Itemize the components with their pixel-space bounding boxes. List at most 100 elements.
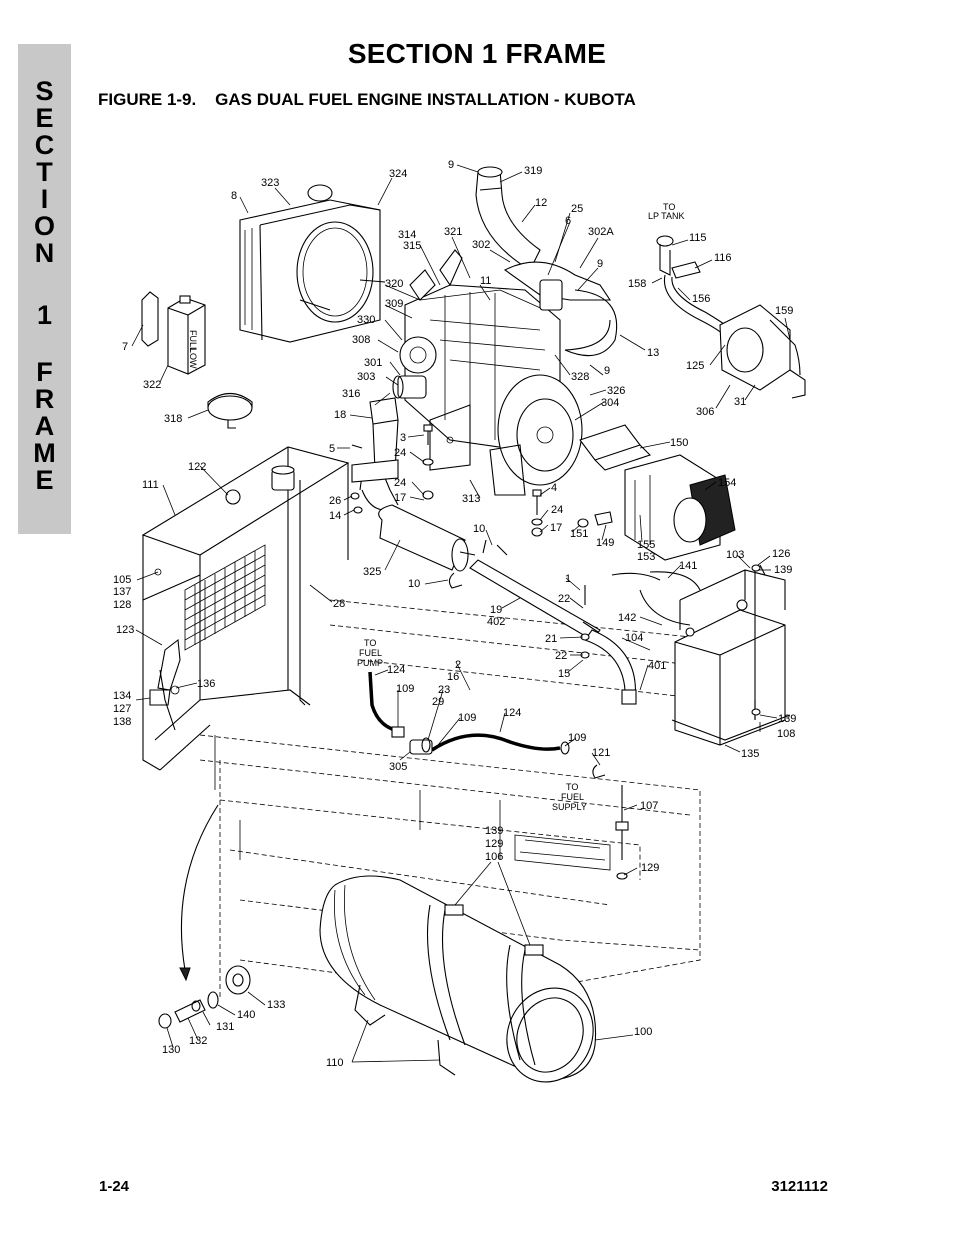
callout: 17 [394,492,406,504]
air-cleaner-cap [207,392,253,429]
callout: 129 [485,838,503,850]
side-tab-letter: 1 [36,300,53,330]
note-fuel-supply-line1: TO [566,782,578,792]
callout: 104 [625,632,643,644]
callout: 1 [565,573,571,585]
callout: 320 [385,278,403,290]
callout: 306 [696,406,714,418]
callout: 325 [363,566,381,578]
callout: 302 [472,239,490,251]
callout: 142 [618,612,636,624]
callout: 321 [444,226,462,238]
callout: 136 [197,678,215,690]
callout: 116 [714,252,732,264]
callout: 140 [237,1009,255,1021]
callout: 132 [189,1035,207,1047]
callout: 316 [342,388,360,400]
callout: 29 [432,696,444,708]
note-fuel-supply-line2: FUEL [561,792,584,802]
tailpipe [448,539,637,705]
callout: 309 [385,298,403,310]
starter-motor [579,424,736,561]
callout-labels: 9 319 324 8 323 12 25 6 302A 314 315 321… [113,159,796,1069]
callout: 103 [726,549,744,561]
callout: 139 [778,713,796,725]
callout: 9 [448,159,454,171]
callout: 7 [122,341,128,353]
callout: 125 [686,360,704,372]
callout: 323 [261,177,279,189]
side-tab-letter: A [34,411,55,441]
side-tab-letter: N [34,238,55,268]
callout: 314 [398,229,416,241]
bottle-full-label: FULL [188,330,198,352]
routing-notes: TO LP TANK TO FUEL PUMP TO FUEL SUPPLY [357,202,685,812]
side-tab-letter: T [36,157,53,187]
callout: 151 [570,528,588,540]
callout: 319 [524,165,542,177]
callout: 156 [692,293,710,305]
callout: 16 [447,671,459,683]
leader-lines [131,164,791,1063]
chassis-frame [199,599,731,1060]
side-tab-letter: E [35,103,54,133]
section-side-tab: S E C T I O N 1 F R A M E [18,44,71,534]
callout: 21 [545,633,557,645]
callout: 12 [535,197,547,209]
engine-support-frame [141,446,350,771]
callout: 107 [640,800,658,812]
callout: 401 [648,660,666,672]
callout: 8 [231,190,237,202]
callout: 330 [357,314,375,326]
callout: 139 [774,564,792,576]
radiator [239,184,386,343]
callout: 324 [389,168,407,180]
callout: 4 [551,482,557,494]
callout: 19 [490,604,502,616]
callout: 31 [734,396,746,408]
hardware-bolts [350,424,761,880]
callout: 135 [741,748,759,760]
callout: 124 [387,664,405,676]
callout: 141 [679,560,697,572]
callout: 18 [334,409,346,421]
callout: 2 [455,659,461,671]
callout: 10 [473,523,485,535]
note-fuel-pump-line3: PUMP [357,658,383,668]
callout: 153 [637,551,655,563]
callout: 304 [601,397,619,409]
callout: 22 [555,650,567,662]
callout: 124 [503,707,521,719]
callout: 134 [113,690,131,702]
side-tab-letter: O [33,211,55,241]
callout: 3 [400,432,406,444]
callout: 22 [558,593,570,605]
callout: 122 [188,461,206,473]
callout: 129 [641,862,659,874]
callout: 328 [571,371,589,383]
callout: 9 [604,365,610,377]
callout: 9 [597,258,603,270]
page-title: SECTION 1 FRAME [347,38,607,69]
callout: 14 [329,510,341,522]
note-lp-tank-line1: TO [663,202,675,212]
document-number: 3121112 [771,1178,828,1195]
coolant-overflow-bottle: FULL LOW [141,291,206,375]
figure-title: FIGURE 1-9. GAS DUAL FUEL ENGINE INSTALL… [98,90,636,109]
air-intake-tube [475,166,541,271]
fuel-tank [319,875,597,1083]
callout: 106 [485,851,503,863]
callout: 305 [389,761,407,773]
note-fuel-pump-line1: TO [364,638,376,648]
callout: 110 [326,1057,344,1069]
callout: 15 [558,668,570,680]
callout: 303 [357,371,375,383]
callout: 315 [403,240,421,252]
callout: 24 [551,504,563,516]
side-tab-letter: R [34,384,55,414]
callout: 11 [480,275,491,287]
callout: 5 [329,443,335,455]
callout: 123 [116,624,134,636]
side-tab-letter: S [35,76,54,106]
